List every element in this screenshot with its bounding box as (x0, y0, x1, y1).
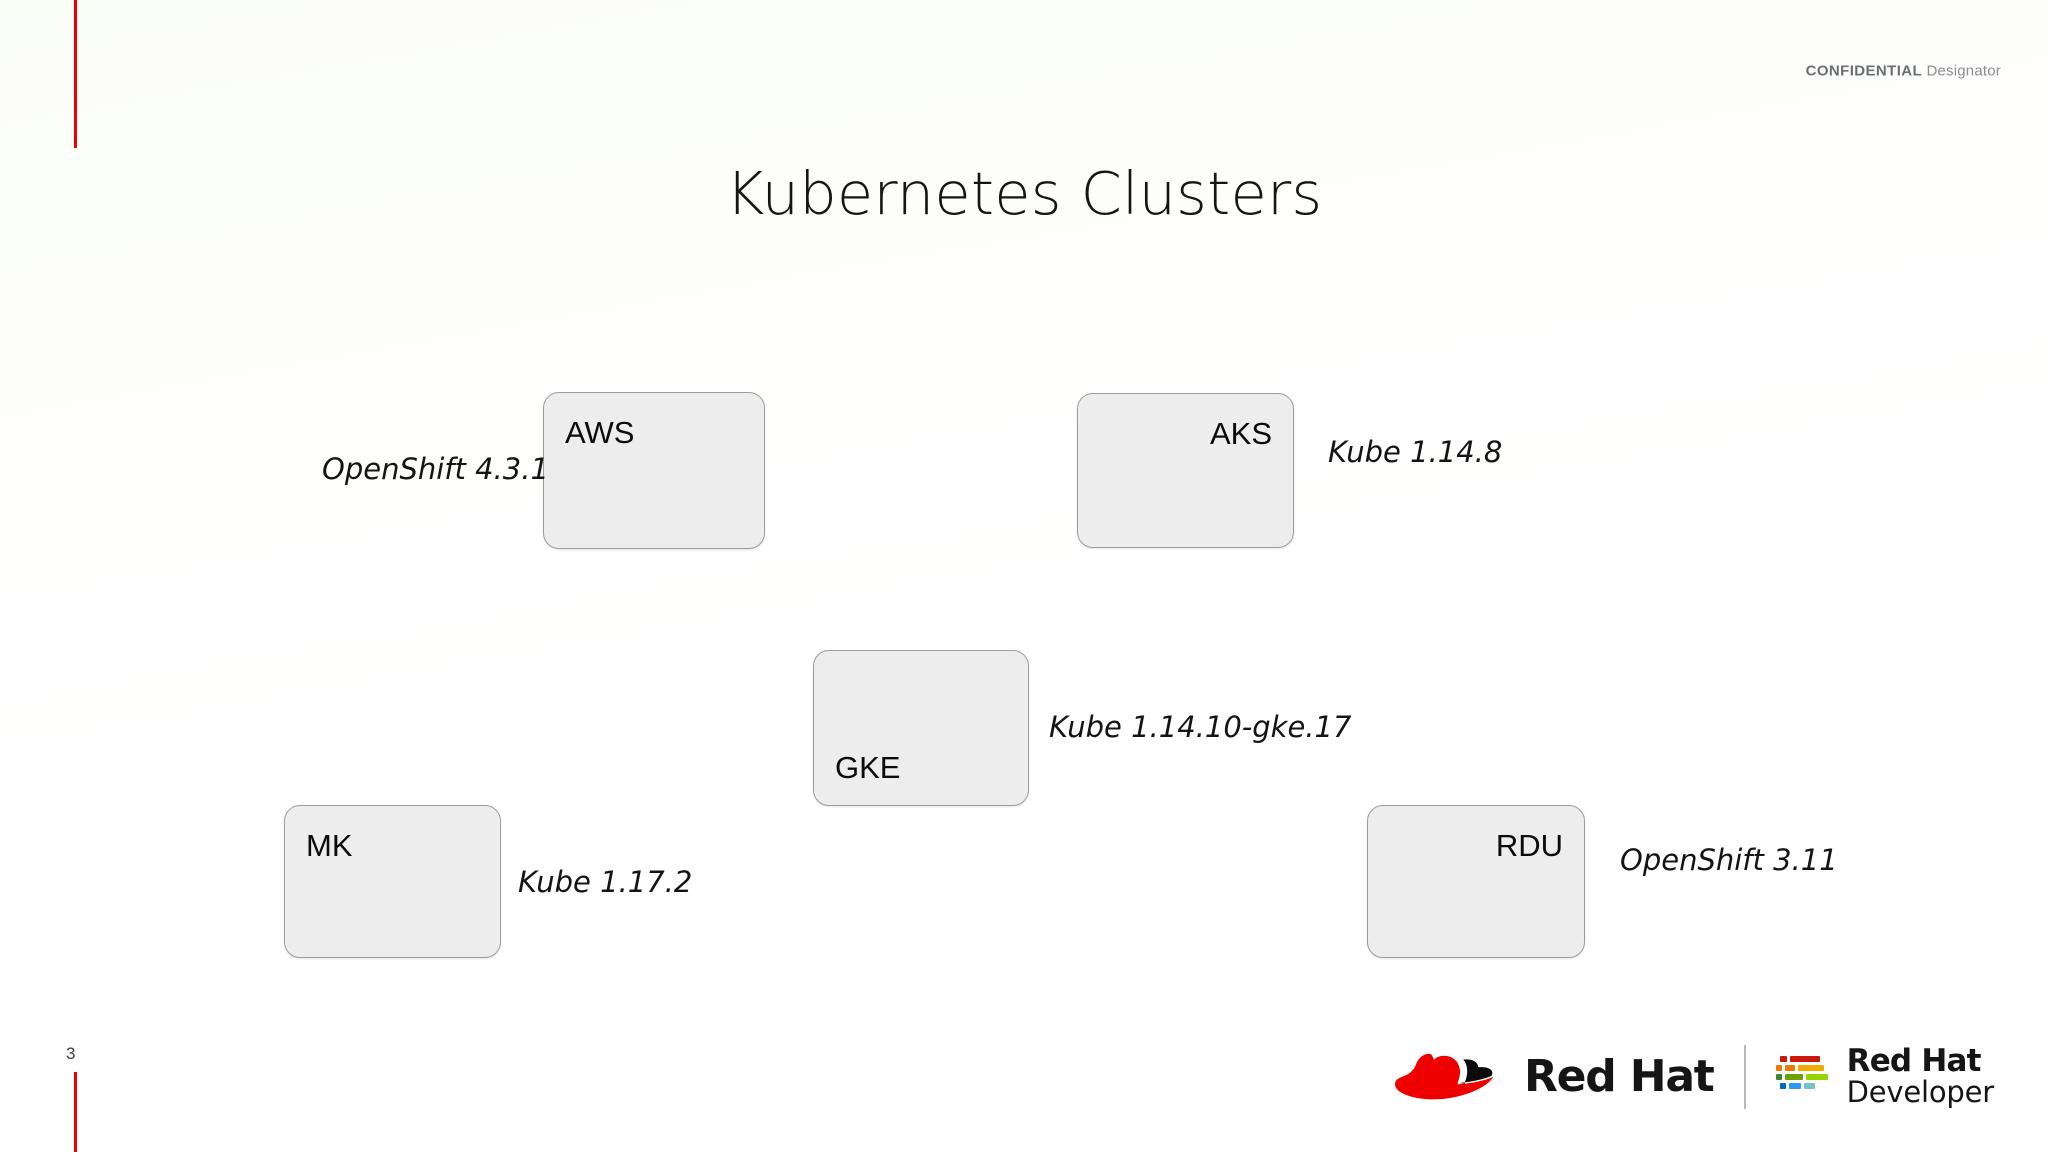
version-note-mk: Kube 1.17.2 (518, 865, 693, 899)
accent-rule-top (74, 0, 77, 148)
accent-rule-bottom (74, 1072, 77, 1152)
slide-number: 3 (66, 1044, 76, 1063)
red-hat-developer-wordmark: Red Hat Developer (1846, 1043, 1995, 1110)
version-note-aws: OpenShift 4.3.1 (322, 452, 549, 486)
red-hat-developer-bars-icon (1775, 1056, 1828, 1089)
red-hat-fedora-icon (1394, 1053, 1494, 1100)
cluster-box-aws[interactable]: AWS (543, 392, 765, 549)
red-hat-wordmark: Red Hat (1523, 1051, 1715, 1102)
footer-logos: Red Hat Red Hat (1394, 1040, 1994, 1114)
cluster-label-rdu: RDU (1495, 828, 1563, 863)
cluster-label-aws: AWS (565, 415, 635, 450)
version-note-rdu: OpenShift 3.11 (1620, 843, 1838, 877)
cluster-box-aks[interactable]: AKS (1077, 393, 1294, 548)
confidential-label: CONFIDENTIAL (1805, 62, 1923, 80)
cluster-box-mk[interactable]: MK (284, 805, 501, 958)
designator-label: Designator (1922, 62, 2001, 80)
version-note-aks: Kube 1.14.8 (1328, 435, 1503, 469)
cluster-label-gke: GKE (835, 750, 901, 785)
cluster-label-mk: MK (306, 828, 353, 863)
developer-wordmark-line2: Developer (1846, 1075, 1995, 1110)
confidential-designator: CONFIDENTIAL Designator (1806, 63, 2001, 80)
cluster-box-gke[interactable]: GKE (813, 650, 1029, 806)
cluster-box-rdu[interactable]: RDU (1367, 805, 1585, 958)
red-hat-logo: Red Hat (1394, 1048, 1715, 1106)
red-hat-developer-logo: Red Hat Developer (1775, 1043, 1995, 1110)
logo-divider (1743, 1045, 1746, 1109)
developer-wordmark-line1: Red Hat (1846, 1043, 1982, 1080)
page-title: Kubernetes Clusters (725, 159, 1323, 228)
version-note-gke: Kube 1.14.10-gke.17 (1049, 710, 1352, 744)
cluster-label-aks: AKS (1209, 416, 1272, 451)
